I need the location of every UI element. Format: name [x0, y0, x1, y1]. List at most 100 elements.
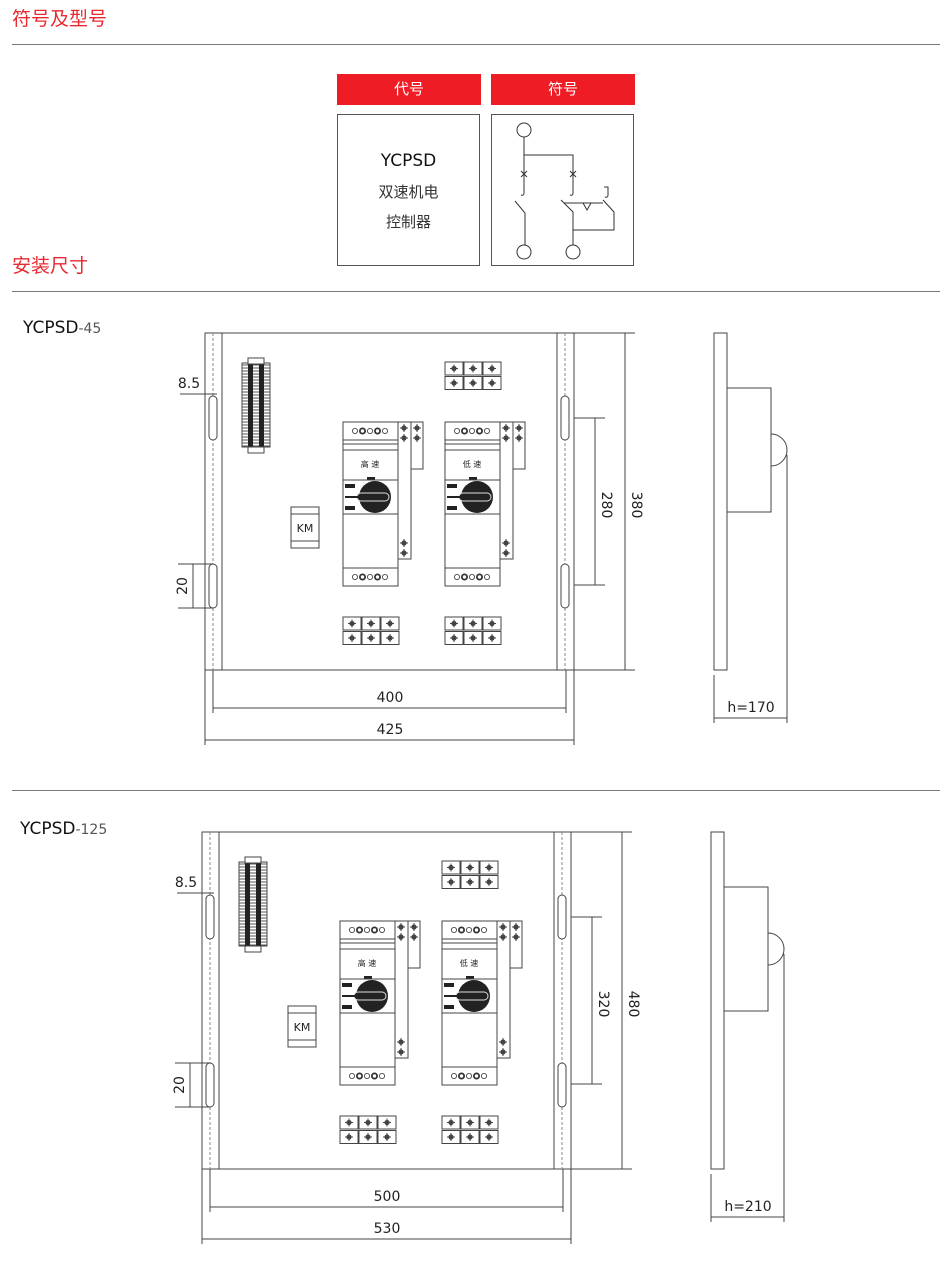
mark: [444, 1005, 454, 1009]
model-name: YCPSD: [20, 819, 76, 839]
module-side-bar: [410, 421, 424, 470]
terminal-block: [339, 1115, 397, 1144]
mounting-slot: [557, 894, 567, 940]
indicator-icon: [483, 573, 490, 580]
dim-depth: h=210: [724, 1199, 771, 1215]
km-label: KM: [297, 522, 314, 535]
mark: [447, 484, 457, 488]
side-box: [723, 886, 769, 1012]
terminal-block: [444, 616, 502, 645]
dim-outer-width: 530: [374, 1221, 401, 1237]
dim-slot-length: 20: [175, 577, 191, 595]
header-symbol: 符号: [491, 74, 635, 105]
mark: [447, 506, 457, 510]
strip-bar: [256, 862, 261, 946]
mark: [342, 1005, 352, 1009]
indicator-icon: [450, 927, 457, 934]
side-box: [726, 387, 772, 513]
switch-module: 低 速: [441, 920, 523, 1086]
indicator-icon: [348, 927, 355, 934]
dim-depth: h=170: [727, 700, 774, 716]
module-label: 低 速: [460, 958, 479, 968]
switch-module: 高 速: [342, 421, 424, 587]
indicator-icon: [465, 1072, 472, 1079]
indicator-icon: [460, 427, 468, 435]
mark: [342, 983, 352, 987]
product-code: YCPSD: [380, 151, 437, 171]
indicator-icon: [373, 427, 381, 435]
mounting-slot: [208, 395, 218, 441]
strip-end: [247, 357, 265, 365]
divider: [12, 291, 940, 292]
model-label-125: YCPSD-125: [20, 819, 107, 839]
dim-height: 480: [625, 991, 641, 1018]
indicator-icon: [378, 1072, 385, 1079]
indicator-icon: [472, 926, 480, 934]
indicator-icon: [370, 926, 378, 934]
module-side-bar: [509, 920, 523, 969]
handle-grip: [353, 991, 387, 1001]
product-desc-line2: 控制器: [385, 213, 431, 231]
indicator-icon: [355, 926, 363, 934]
module-side-bar: [394, 920, 409, 1059]
section-title-symbol: 符号及型号: [12, 8, 108, 30]
indicator-icon: [381, 573, 388, 580]
terminal-strip: [238, 856, 268, 953]
indicator-icon: [366, 428, 373, 435]
module-label: 高 速: [361, 459, 380, 469]
indicator-icon: [457, 926, 465, 934]
module-side-bar: [407, 920, 421, 969]
strip-bar: [259, 363, 264, 447]
km-label: KM: [294, 1021, 311, 1034]
strip-end: [244, 945, 262, 953]
model-name: YCPSD: [23, 318, 79, 338]
terminal-block: [441, 860, 499, 889]
indicator-icon: [450, 1072, 457, 1079]
indicator-icon: [480, 1072, 487, 1079]
indicator-icon: [453, 573, 460, 580]
indicator-icon: [373, 573, 381, 581]
module-side-bar: [496, 920, 511, 1059]
switch-module: 高 速: [339, 920, 421, 1086]
indicator-icon: [363, 927, 370, 934]
indicator-bar: [364, 976, 372, 979]
mounting-slot: [208, 563, 218, 609]
module-side-bar: [397, 421, 412, 560]
indicator-icon: [351, 573, 358, 580]
strip-end: [247, 446, 265, 454]
indicator-icon: [468, 428, 475, 435]
terminal-strip: [241, 357, 271, 454]
module-side-bar: [512, 421, 526, 470]
indicator-icon: [363, 1072, 370, 1079]
handle-grip: [356, 492, 390, 502]
side-knob: [767, 932, 785, 966]
code-cell: YCPSD 双速机电 控制器: [337, 114, 480, 266]
indicator-icon: [468, 573, 475, 580]
indicator-icon: [355, 1072, 363, 1080]
mounting-slot: [560, 563, 570, 609]
side-plate: [713, 332, 728, 671]
strip-end: [244, 856, 262, 864]
strip-bar: [245, 862, 250, 946]
indicator-icon: [358, 573, 366, 581]
switch-module: 低 速: [444, 421, 526, 587]
indicator-bar: [367, 477, 375, 480]
indicator-icon: [351, 428, 358, 435]
indicator-icon: [366, 573, 373, 580]
side-plate: [710, 831, 725, 1170]
model-label-45: YCPSD-45: [23, 318, 101, 338]
mounting-slot: [557, 1062, 567, 1108]
mounting-slot: [205, 894, 215, 940]
product-desc-line1: 双速机电: [378, 183, 439, 201]
dim-hole-offset: 8.5: [175, 875, 197, 891]
indicator-icon: [465, 927, 472, 934]
mark: [444, 983, 454, 987]
handle-grip: [455, 991, 489, 1001]
indicator-bar: [466, 976, 474, 979]
indicator-icon: [358, 427, 366, 435]
indicator-icon: [460, 573, 468, 581]
mark: [345, 484, 355, 488]
